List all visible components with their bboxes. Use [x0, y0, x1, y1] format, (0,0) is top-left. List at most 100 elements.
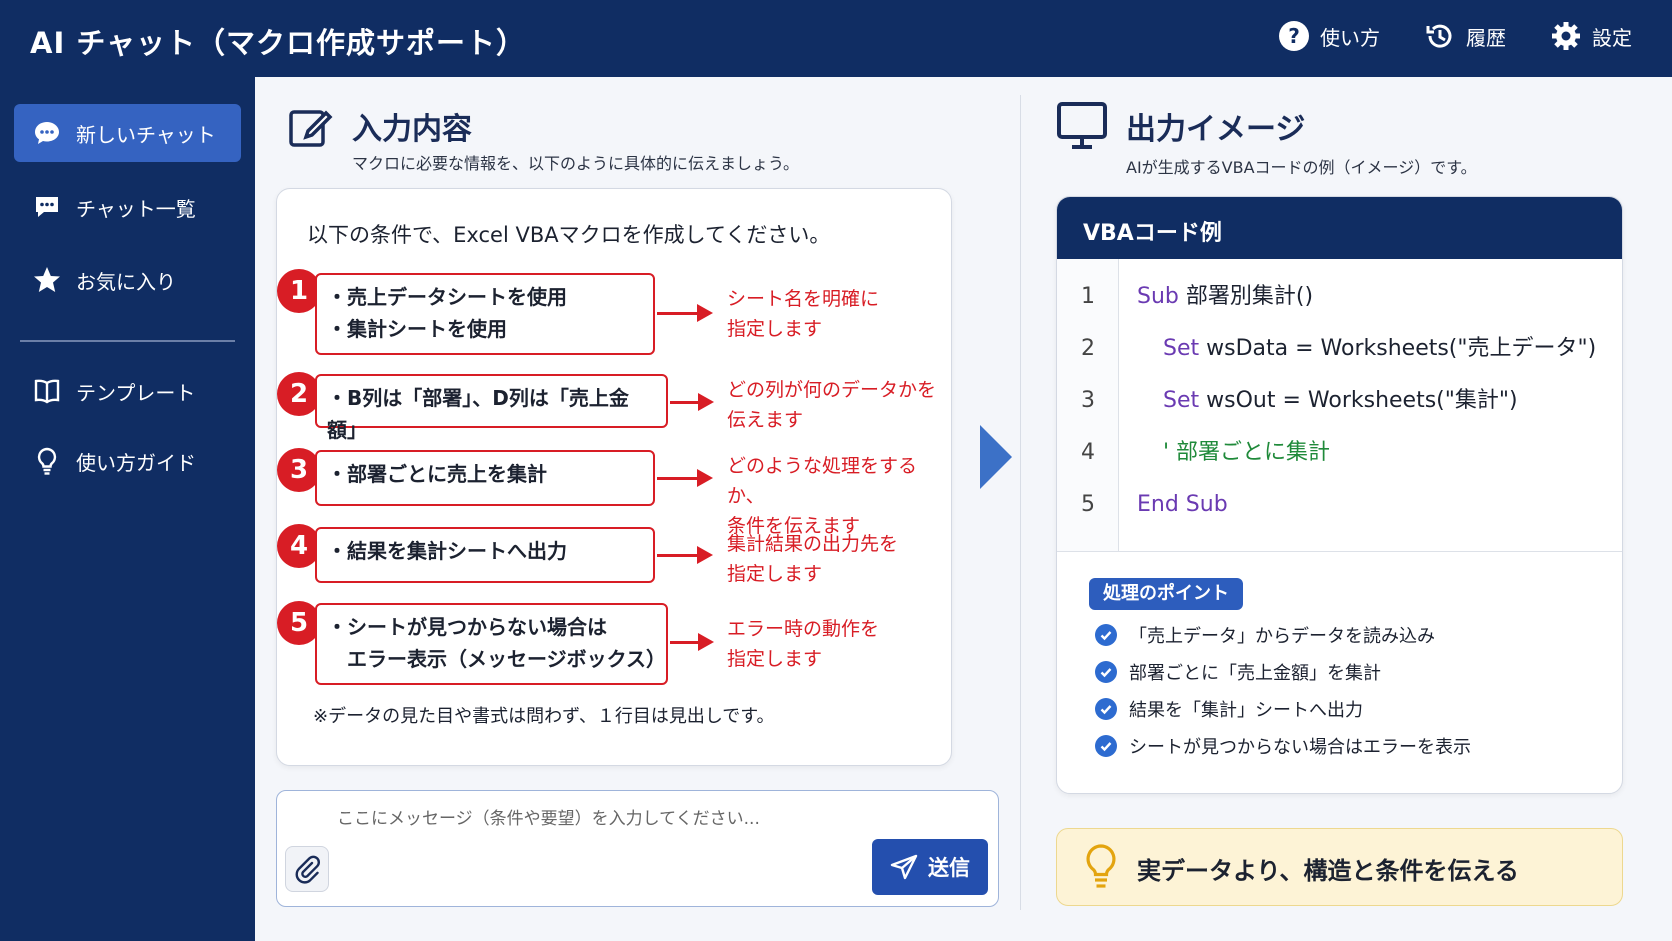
output-panel-subtitle: AIが生成するVBAコードの例（イメージ）です。	[1126, 158, 1477, 177]
code-text: wsData = Worksheets("売上データ")	[1199, 336, 1597, 361]
attach-button[interactable]	[285, 846, 329, 892]
code-keyword: Set	[1163, 336, 1200, 361]
point-item: 結果を「集計」シートへ出力	[1095, 696, 1363, 722]
step-number-2: 2	[277, 372, 321, 416]
lightbulb-icon	[1086, 844, 1116, 888]
line-number: 1	[1081, 284, 1095, 309]
code-line: 5 End Sub	[1057, 485, 1622, 525]
note-line: 集計結果の出力先を	[727, 533, 899, 555]
condition-box-5: ・シートが見つからない場合は エラー表示（メッセージボックス）	[315, 603, 668, 685]
sidebar-item-templates[interactable]: テンプレート	[14, 362, 241, 420]
code-keyword: Set	[1163, 388, 1200, 413]
sidebar-item-favorites[interactable]: お気に入り	[14, 251, 241, 309]
arrow-2	[670, 393, 714, 411]
check-icon	[1095, 661, 1117, 683]
condition-line: エラー表示（メッセージボックス）	[327, 647, 666, 671]
sidebar-item-label: 使い方ガイド	[76, 450, 196, 475]
chat-bubble-icon	[35, 122, 59, 144]
condition-box-1: ・売上データシートを使用 ・集計シートを使用	[315, 273, 655, 355]
help-button[interactable]: ? 使い方	[1278, 20, 1380, 52]
flow-arrow	[980, 425, 1012, 489]
send-button[interactable]: 送信	[872, 839, 988, 895]
step-number-1: 1	[277, 269, 321, 313]
tip-box: 実データより、構造と条件を伝える	[1056, 828, 1623, 906]
note-4: 集計結果の出力先を 指定します	[727, 529, 898, 589]
point-item: 部署ごとに「売上金額」を集計	[1095, 659, 1381, 685]
condition-line: ・部署ごとに売上を集計	[327, 462, 547, 486]
condition-line: ・結果を集計シートへ出力	[327, 539, 567, 563]
edit-icon	[289, 110, 333, 147]
app-title: AI チャット（マクロ作成サポート）	[30, 26, 527, 60]
sidebar-item-chat-list[interactable]: チャット一覧	[14, 178, 241, 236]
arrow-1	[657, 304, 713, 322]
line-number: 2	[1081, 336, 1095, 361]
note-line: 条件を伝えます	[727, 515, 861, 537]
note-line: 指定します	[727, 648, 823, 670]
code-example-card: VBAコード例 1 Sub 部署別集計() 2 Set wsData = Wor…	[1056, 196, 1623, 794]
tip-text: 実データより、構造と条件を伝える	[1137, 857, 1519, 885]
paperclip-icon	[295, 855, 320, 884]
condition-line: ・売上データシートを使用	[327, 285, 567, 309]
code-comment: ' 部署ごとに集計	[1163, 440, 1331, 465]
output-panel-title: 出力イメージ	[1126, 112, 1306, 147]
help-label: 使い方	[1320, 25, 1380, 50]
point-item: シートが見つからない場合はエラーを表示	[1095, 733, 1471, 759]
note-3: どのような処理をするか、 条件を伝えます	[727, 451, 951, 541]
code-line: 3 Set wsOut = Worksheets("集計")	[1057, 381, 1622, 421]
check-icon	[1095, 735, 1117, 757]
message-input[interactable]	[337, 809, 937, 829]
sidebar-item-guide[interactable]: 使い方ガイド	[14, 432, 241, 490]
request-intro: 以下の条件で、Excel VBAマクロを作成してください。	[307, 223, 831, 247]
condition-line: ・B列は「部署」、D列は「売上金額」	[327, 386, 629, 442]
line-number: 4	[1081, 440, 1095, 465]
history-button[interactable]: 履歴	[1424, 20, 1506, 52]
note-line: 伝えます	[727, 409, 804, 431]
step-number-5: 5	[277, 601, 321, 645]
step-number-3: 3	[277, 448, 321, 492]
sidebar-item-new-chat[interactable]: 新しいチャット	[14, 104, 241, 162]
condition-box-3: ・部署ごとに売上を集計	[315, 450, 655, 506]
message-composer: 送信	[276, 790, 999, 907]
sidebar: 新しいチャット チャット一覧 お気に入り テンプレート 使い方ガイド	[0, 77, 255, 941]
code-text: wsOut = Worksheets("集計")	[1199, 388, 1518, 413]
note-line: シート名を明確に	[727, 288, 880, 310]
condition-box-2: ・B列は「部署」、D列は「売上金額」	[315, 374, 668, 442]
send-icon	[890, 854, 918, 880]
input-example-card: 以下の条件で、Excel VBAマクロを作成してください。 1 ・売上データシー…	[276, 188, 952, 766]
code-text: 部署別集計()	[1178, 284, 1314, 309]
history-icon	[1426, 24, 1452, 48]
settings-button[interactable]: 設定	[1550, 20, 1632, 52]
point-text: 「売上データ」からデータを読み込み	[1129, 626, 1435, 647]
note-1: シート名を明確に 指定します	[727, 284, 879, 344]
note-line: 指定します	[727, 318, 823, 340]
arrow-5	[670, 633, 714, 651]
check-icon	[1095, 698, 1117, 720]
line-number: 3	[1081, 388, 1095, 413]
note-5: エラー時の動作を 指定します	[727, 614, 879, 674]
help-icon: ?	[1279, 21, 1309, 51]
point-text: 結果を「集計」シートへ出力	[1129, 700, 1363, 721]
condition-line: ・集計シートを使用	[327, 317, 507, 341]
chat-list-icon	[36, 197, 58, 217]
condition-line: ・シートが見つからない場合は	[327, 615, 607, 639]
settings-label: 設定	[1592, 25, 1632, 50]
points-badge: 処理のポイント	[1089, 578, 1243, 610]
sidebar-item-label: お気に入り	[76, 269, 176, 294]
code-line: 2 Set wsData = Worksheets("売上データ")	[1057, 329, 1622, 369]
footnote: ※データの見た目や書式は問わず、１行目は見出しです。	[313, 706, 775, 727]
svg-text:?: ?	[1288, 24, 1300, 48]
note-line: どの列が何のデータかを	[727, 379, 937, 401]
point-item: 「売上データ」からデータを読み込み	[1095, 622, 1435, 648]
arrow-4	[657, 546, 713, 564]
top-bar: AI チャット（マクロ作成サポート） ? 使い方 履歴 設定	[0, 0, 1672, 77]
sidebar-divider	[20, 340, 235, 342]
arrow-3	[657, 469, 713, 487]
sidebar-item-label: 新しいチャット	[76, 122, 216, 147]
point-text: 部署ごとに「売上金額」を集計	[1129, 663, 1381, 684]
code-card-title: VBAコード例	[1057, 197, 1622, 259]
line-number: 5	[1081, 492, 1095, 517]
gear-icon	[1552, 22, 1580, 50]
input-panel-title: 入力内容	[352, 112, 472, 147]
star-icon	[34, 267, 60, 292]
step-number-4: 4	[277, 524, 321, 568]
